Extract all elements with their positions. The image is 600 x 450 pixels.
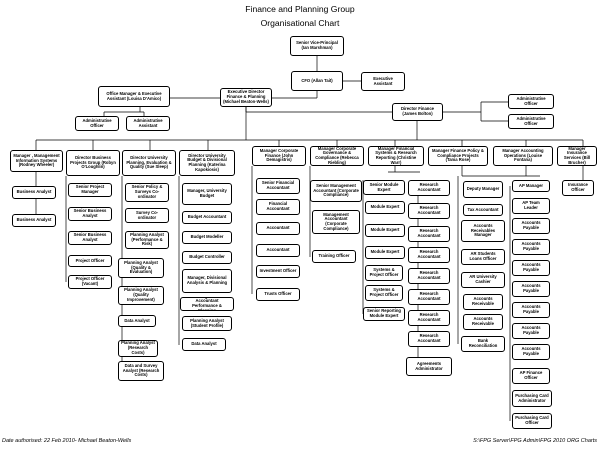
c9b-purchasing-card-officer-box: Purchasing Card Officer — [512, 413, 552, 429]
c1-business-analyst-1-box: Business Analyst — [12, 186, 56, 199]
c3-planning-analyst-research-box: Planning Analyst (Research Costs) — [118, 340, 158, 357]
c4-management-accountant-box: Management Accountant Performance & Plan… — [180, 297, 234, 311]
c3-survey-coordinator-box: Survey Co-ordinator — [125, 208, 169, 223]
svp-box: Senior Vice-Principal (Ian Marshman) — [290, 36, 344, 56]
c9b-accounts-payable-7-box: Accounts Payable — [512, 344, 550, 360]
c6-training-officer-box: Training Officer — [312, 250, 356, 263]
c7b-research-accountant-7-box: Research Accountant — [408, 310, 450, 326]
c1-head-box: Manager , Management Information Systems… — [10, 150, 63, 172]
footer-file-path: S:\FPG Server\FPG Admin\FPG 2010 ORG Cha… — [473, 438, 597, 444]
c7-senior-reporting-module-expert-box: Senior Reporting Module Expert — [363, 307, 405, 321]
c7b-research-accountant-1-box: Research Accountant — [408, 180, 450, 196]
c8-head-box: Manager Finance Policy & Compliance Proj… — [428, 146, 488, 166]
executive-director-box: Executive Director Finance & Planning (M… — [220, 88, 272, 107]
director-finance-box: Director Finance (James Bolton) — [392, 103, 443, 121]
admin-officer-right-1-box: Administrative Officer — [508, 94, 554, 109]
c7b-research-accountant-5-box: Research Accountant — [408, 268, 450, 284]
c3-planning-analyst-quality-impr-box: Planning Analyst (Quality Improvement) — [118, 286, 164, 305]
c4-budget-modeller-box: Budget Modeller — [182, 231, 232, 244]
c10-head-box: Manager Insurance Services (Bill Brucher… — [557, 146, 597, 166]
c9b-accounts-payable-4-box: Accounts Payable — [512, 281, 550, 297]
executive-assistant-box: Executive Assistant — [361, 72, 405, 91]
admin-officer-right-2-box: Administrative Officer — [508, 114, 554, 129]
c9b-accounts-payable-5-box: Accounts Payable — [512, 302, 550, 318]
cfo-box: CFO (Allan Tait) — [291, 71, 343, 91]
c2-project-officer-box: Project Officer — [68, 255, 112, 267]
c7b-research-accountant-6-box: Research Accountant — [408, 289, 450, 305]
c9b-accounts-payable-2-box: Accounts Payable — [512, 239, 550, 255]
c3-data-survey-analyst-box: Data and Survey Analyst (Research Costs) — [118, 361, 164, 381]
c9-tax-accountant-box: Tax Accountant — [463, 204, 503, 216]
c9b-ap-team-leader-box: AP Team Leader — [512, 198, 550, 214]
c9-accounts-receivable-1-box: Accounts Receivable — [463, 294, 503, 310]
c4-manager-divisional-box: Manager, Divisional Analysis & Planning — [182, 269, 232, 293]
c7-module-expert-3-box: Module Expert — [365, 246, 405, 259]
c5-financial-accountant-box: Financial Accountant — [256, 199, 300, 215]
c7-head-box: Manager Financial Systems & Research Rep… — [368, 146, 424, 166]
c10-insurance-officer-box: Insurance Officer — [562, 180, 594, 196]
c9b-ap-finance-officer-box: AP Finance Officer — [512, 368, 550, 384]
c5-trusts-officer-box: Trusts Officer — [256, 288, 300, 301]
c3-data-analyst-box: Data Analyst — [118, 315, 156, 327]
c2-head-box: Director Business Projects Group (Robyn … — [66, 150, 120, 176]
c9b-purchasing-card-admin-box: Purchasing Card Administrator — [512, 390, 552, 407]
c7b-research-accountant-8-box: Research Accountant — [408, 331, 450, 347]
c9-ar-cashier-box: AR University Cashier — [461, 272, 505, 288]
c6-head-box: Manager Corporate Governance & Complianc… — [310, 146, 364, 166]
c5-head-box: Manager Corporate Finance (John Demagist… — [252, 146, 306, 166]
admin-officer-left-box: Administrative Officer — [75, 116, 119, 131]
c4-head-box: Director University Budget & Divisional … — [179, 150, 235, 176]
c4-manager-university-budget-box: Manager, University Budget — [182, 183, 232, 205]
c9-accounts-receivable-2-box: Accounts Receivable — [463, 314, 503, 330]
c1-business-analyst-2-box: Business Analyst — [12, 214, 56, 227]
c9b-accounts-payable-6-box: Accounts Payable — [512, 323, 550, 339]
c7-senior-module-expert-box: Senior Module Expert — [363, 180, 405, 195]
c3-senior-policy-box: Senior Policy & Surveys Co-ordinator — [125, 183, 169, 202]
c9b-accounts-payable-3-box: Accounts Payable — [512, 260, 550, 276]
c5-senior-financial-accountant-box: Senior Financial Accountant — [256, 178, 300, 194]
c2-senior-business-analyst-2-box: Senior Business Analyst — [68, 231, 112, 245]
c5-investment-officer-box: Investment Officer — [256, 265, 300, 278]
admin-assistant-left-box: Administrative Assistant — [126, 116, 170, 131]
c7b-research-accountant-2-box: Research Accountant — [408, 203, 450, 219]
c7b-agreements-administrator-box: Agreements Administrator — [406, 357, 452, 376]
c9b-accounts-payable-1-box: Accounts Payable — [512, 218, 550, 234]
chart-subtitle: Organisational Chart — [260, 18, 340, 28]
c7b-research-accountant-3-box: Research Accountant — [408, 226, 450, 242]
c2-senior-project-manager-box: Senior Project Manager — [68, 183, 112, 197]
c4-data-analyst-box: Data Analyst — [182, 338, 226, 351]
c7-systems-project-officer-2-box: Systems & Project Officer — [365, 285, 403, 301]
c6-senior-management-accountant-box: Senior Management Accountant (Corporate … — [310, 180, 362, 202]
c9-ar-manager-box: Accounts Receivables Manager — [461, 220, 505, 242]
c5-accountant-1-box: Accountant — [256, 222, 300, 235]
c4-budget-controller-box: Budget Controller — [182, 251, 232, 264]
c7-systems-project-officer-1-box: Systems & Project Officer — [365, 265, 403, 281]
c9-head-box: Manager Accounting Operations (Louise Fo… — [493, 146, 553, 166]
chart-title: Finance and Planning Group — [245, 4, 355, 14]
c9-ar-student-loans-box: AR Students Loans Officer — [461, 249, 505, 265]
c3-head-box: Director University Planning, Evaluation… — [122, 150, 176, 176]
office-manager-box: Office Manager & Executive Assistant (Lo… — [98, 86, 170, 107]
c7b-research-accountant-4-box: Research Accountant — [408, 247, 450, 263]
c4-budget-accountant-box: Budget Accountant — [182, 211, 232, 224]
c9-bank-reconciliation-box: Bank Reconciliation — [461, 336, 505, 352]
c2-project-officer-vacant-box: Project Officer (Vacant) — [68, 275, 112, 289]
c2-senior-business-analyst-1-box: Senior Business Analyst — [68, 207, 112, 221]
c6-management-accountant-box: Management Accountant (Corporate Complia… — [312, 210, 360, 234]
c5-accountant-2-box: Accountant — [256, 244, 300, 257]
c9b-ap-manager-box: AP Manager — [512, 180, 550, 192]
c9-deputy-manager-box: Deputy Manager — [463, 181, 503, 198]
c4-planning-analyst-student-box: Planning Analyst (Student Profile) — [182, 316, 232, 331]
c7-module-expert-2-box: Module Expert — [365, 224, 405, 237]
footer-date-authorised: Date authorised: 22 Feb 2010- Michael Be… — [2, 438, 132, 444]
c3-planning-analyst-quality-eval-box: Planning Analyst (Quality & Evaluation) — [118, 258, 164, 278]
c3-planning-analyst-performance-box: Planning Analyst (Performance & Risk) — [125, 231, 169, 249]
c7-module-expert-1-box: Module Expert — [365, 201, 405, 214]
